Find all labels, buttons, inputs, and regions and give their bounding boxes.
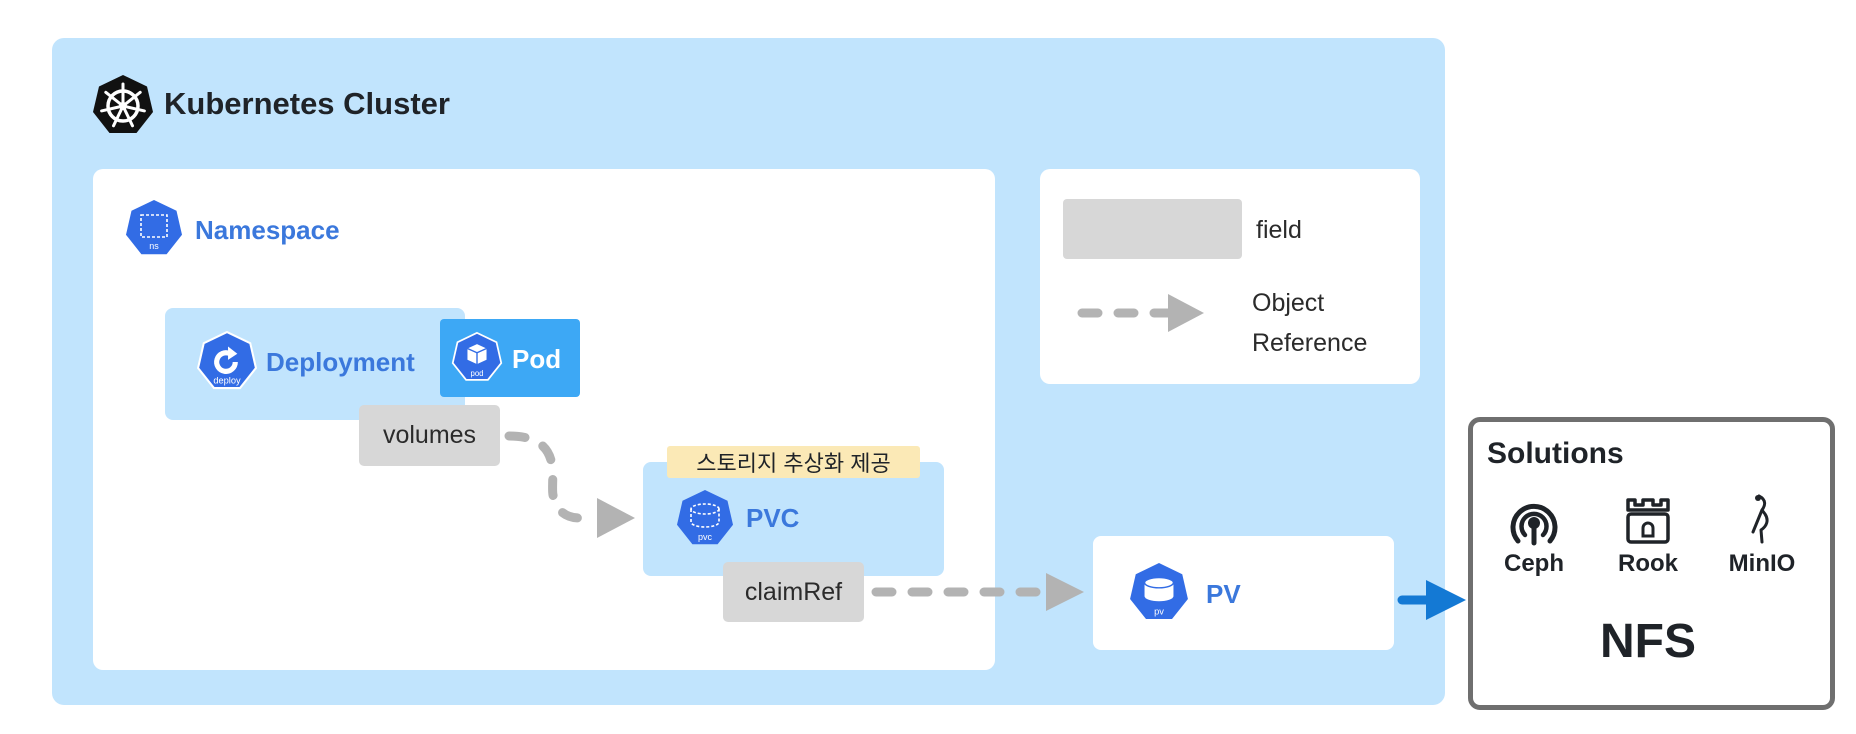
pod-icon: pod <box>451 331 503 381</box>
legend-field-label: field <box>1256 216 1302 244</box>
solutions-panel <box>1468 417 1835 710</box>
pv-icon: pv <box>1130 563 1188 620</box>
solution-ceph: Ceph <box>1504 550 1564 577</box>
minio-icon <box>1751 494 1769 544</box>
pvc-icon: pvc <box>677 490 733 545</box>
pod-icon-text: pod <box>470 369 483 378</box>
volumes-field: volumes <box>359 405 500 466</box>
solution-rook: Rook <box>1618 550 1678 577</box>
pv-label: PV <box>1206 579 1241 609</box>
ceph-icon <box>1510 503 1558 546</box>
solutions-title: Solutions <box>1487 437 1624 470</box>
deploy-icon-text: deploy <box>213 376 241 386</box>
pvc-tag: 스토리지 추상화 제공 <box>667 446 920 478</box>
solution-nfs: NFS <box>1600 615 1696 668</box>
legend-reference-arrow <box>1077 294 1204 332</box>
deploy-icon: deploy <box>196 330 258 390</box>
rook-icon <box>1626 498 1670 544</box>
pv-icon-text: pv <box>1154 607 1164 617</box>
legend-reference-line2: Reference <box>1252 329 1368 357</box>
helm-wheel-icon <box>93 75 153 133</box>
namespace-title: Namespace <box>195 215 340 245</box>
namespace-icon: ns <box>126 200 182 255</box>
pvc-label: PVC <box>746 503 800 533</box>
legend-field-swatch <box>1063 199 1242 259</box>
pvc-icon-text: pvc <box>698 532 713 542</box>
legend-reference-label: Object Reference <box>1252 283 1367 363</box>
deployment-label: Deployment <box>266 347 415 377</box>
pod-label: Pod <box>512 344 562 374</box>
legend-reference-line1: Object <box>1252 289 1325 317</box>
solution-minio: MinIO <box>1728 550 1796 577</box>
cluster-title: Kubernetes Cluster <box>164 86 450 121</box>
claimref-field: claimRef <box>723 562 864 622</box>
namespace-icon-text: ns <box>149 241 159 251</box>
